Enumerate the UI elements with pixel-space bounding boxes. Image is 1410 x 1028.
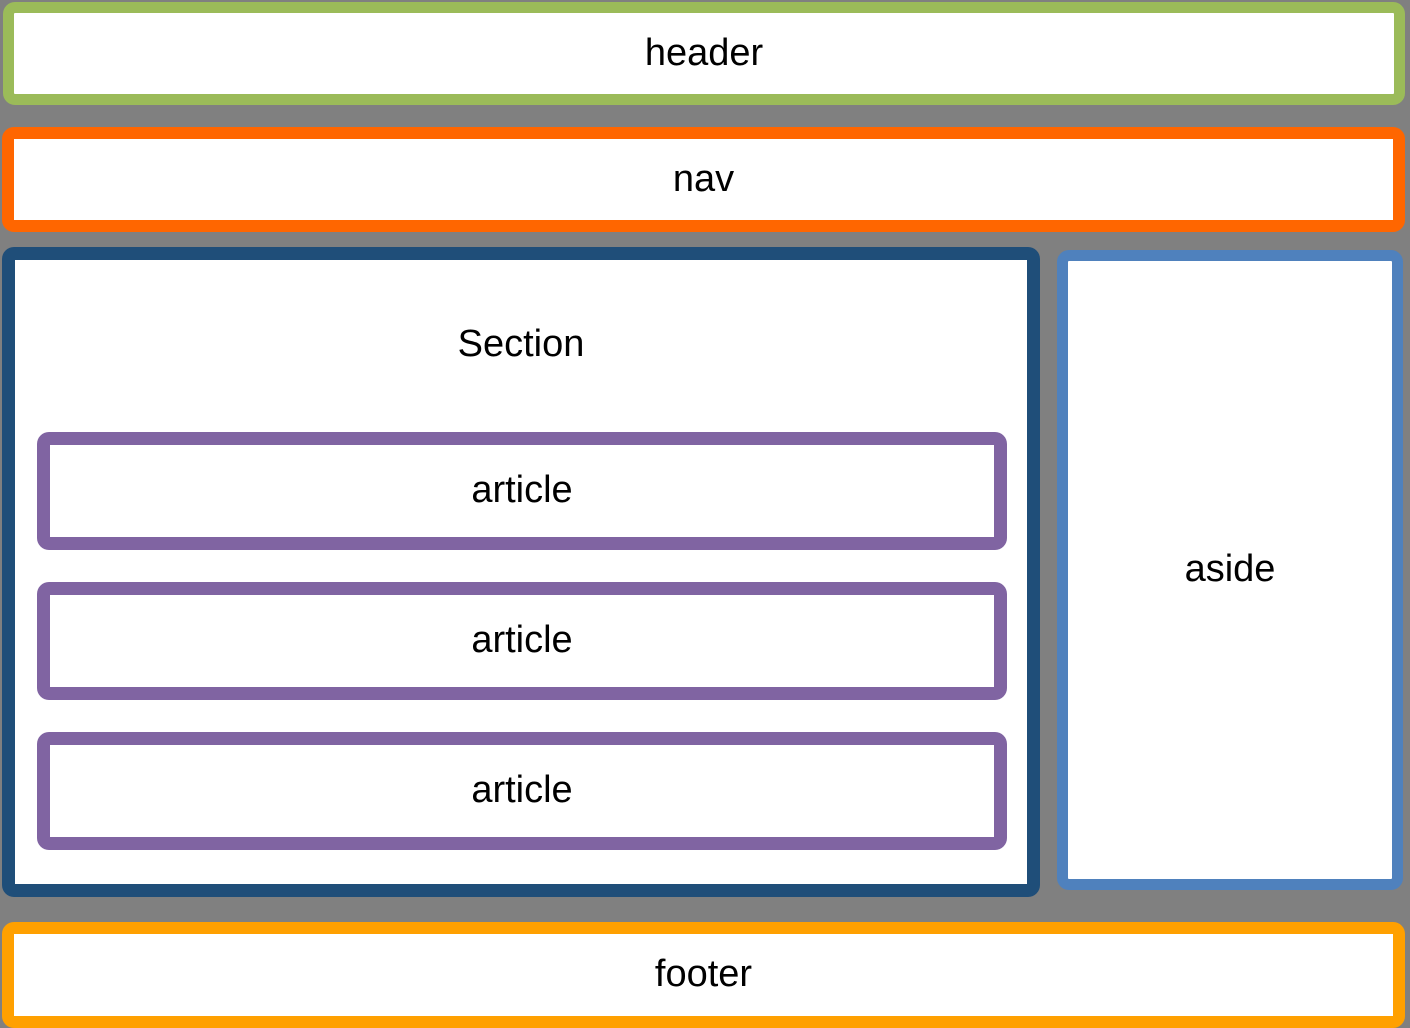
article-box: article <box>37 732 1007 850</box>
header-box: header <box>3 2 1405 105</box>
footer-box: footer <box>2 922 1405 1028</box>
section-box: Section article article article <box>2 247 1040 897</box>
footer-label: footer <box>654 953 753 996</box>
nav-box: nav <box>2 127 1405 232</box>
nav-label: nav <box>672 157 735 200</box>
article-label: article <box>471 769 573 812</box>
article-box: article <box>37 432 1007 550</box>
article-label: article <box>471 469 573 512</box>
article-box: article <box>37 582 1007 700</box>
aside-label: aside <box>1184 548 1276 591</box>
header-label: header <box>644 31 764 74</box>
article-label: article <box>471 619 573 662</box>
aside-box: aside <box>1057 250 1403 890</box>
section-label: Section <box>457 323 585 365</box>
